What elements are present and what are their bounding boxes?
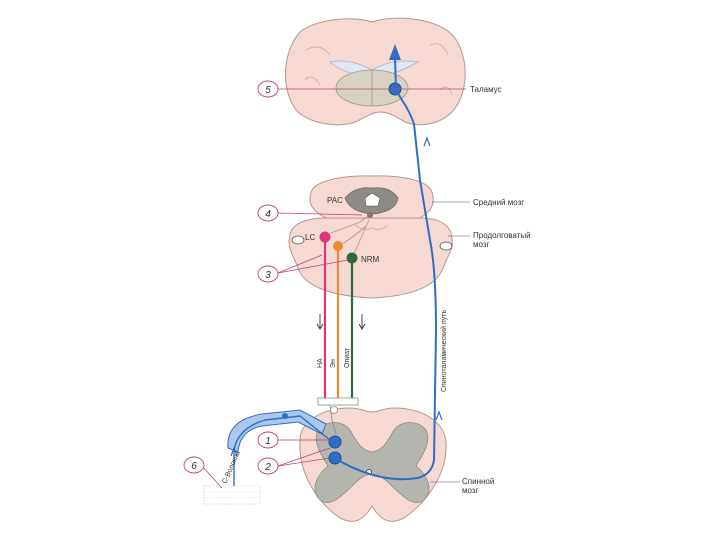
pointer-4 [277,212,363,216]
pag-neuron [367,212,373,218]
medulla-right-notch [439,241,453,251]
brain-section [285,17,466,126]
badge-2-text: 2 [264,462,271,473]
dorsal-horn-neuron-2 [328,451,342,465]
label-pac: PAC [327,196,343,205]
label-ser-fiber: Эн [330,359,337,368]
label-midbrain: Средний мозг [473,198,524,207]
descending-fibers [316,215,370,435]
spinal-cord-section [299,407,447,522]
label-lc: LC [305,233,315,242]
skin-texture [206,491,258,499]
pointer-2b [277,457,331,467]
skin-patch [203,485,261,505]
spinothalamic-path [337,44,443,481]
pag-projection-2 [341,225,367,245]
number-badges: 5 4 3 1 2 6 [183,80,279,475]
descend-arrow-right [358,314,366,330]
pointer-3a [277,254,323,274]
descend-arrow-left [316,314,324,330]
pointer-2a [277,447,331,467]
badge-5: 5 [257,80,279,98]
label-spinal-2: мозг [462,486,479,495]
terminal-synapse [330,406,338,414]
aqueduct [364,192,381,207]
dorsal-horn-neuron-1 [328,435,342,449]
tract-arrow-lower [435,410,443,421]
c-fiber-arrow [230,446,238,457]
badge-4-text: 4 [265,209,271,220]
ascending-blue-line [337,57,438,481]
label-thalamus: Таламус [470,85,502,94]
badge-2: 2 [257,457,279,475]
pointer-6 [201,465,223,489]
pointer-lines [201,88,470,489]
fiber-terminal-box [317,397,359,406]
badge-3: 3 [257,265,279,283]
badge-3-text: 3 [265,270,271,281]
pag-projection-1 [327,215,369,235]
label-medulla-2: мозг [473,240,490,249]
label-spinothalamic-tract: Спиноталамический путь [440,310,448,392]
badge-5-text: 5 [265,85,271,96]
nrm-neuron [346,252,358,264]
label-spinal-1: Спинной [462,477,494,486]
badge-4: 4 [257,204,279,222]
brain-gyri [304,43,453,96]
peripheral-nerve [203,409,331,505]
medulla-left-notch [291,235,305,245]
badge-1: 1 [257,431,279,449]
pag-projection-3 [353,219,370,255]
badge-1-text: 1 [265,436,271,447]
badge-6-text: 6 [191,461,197,472]
label-na-fiber: НА [317,358,324,368]
label-opioid-fiber: Опиат [344,347,351,368]
label-medulla-1: Продолговатый [473,231,531,240]
badge-6: 6 [183,456,205,474]
lc-neuron [319,231,331,243]
raphe-neuron [333,241,343,251]
pointer-3b [277,259,349,274]
thalamus-arrowhead [389,44,401,60]
tract-arrow-upper [423,136,431,147]
label-nrm: NRM [361,255,380,264]
gray-matter [314,422,430,503]
medulla-fold [354,224,389,230]
